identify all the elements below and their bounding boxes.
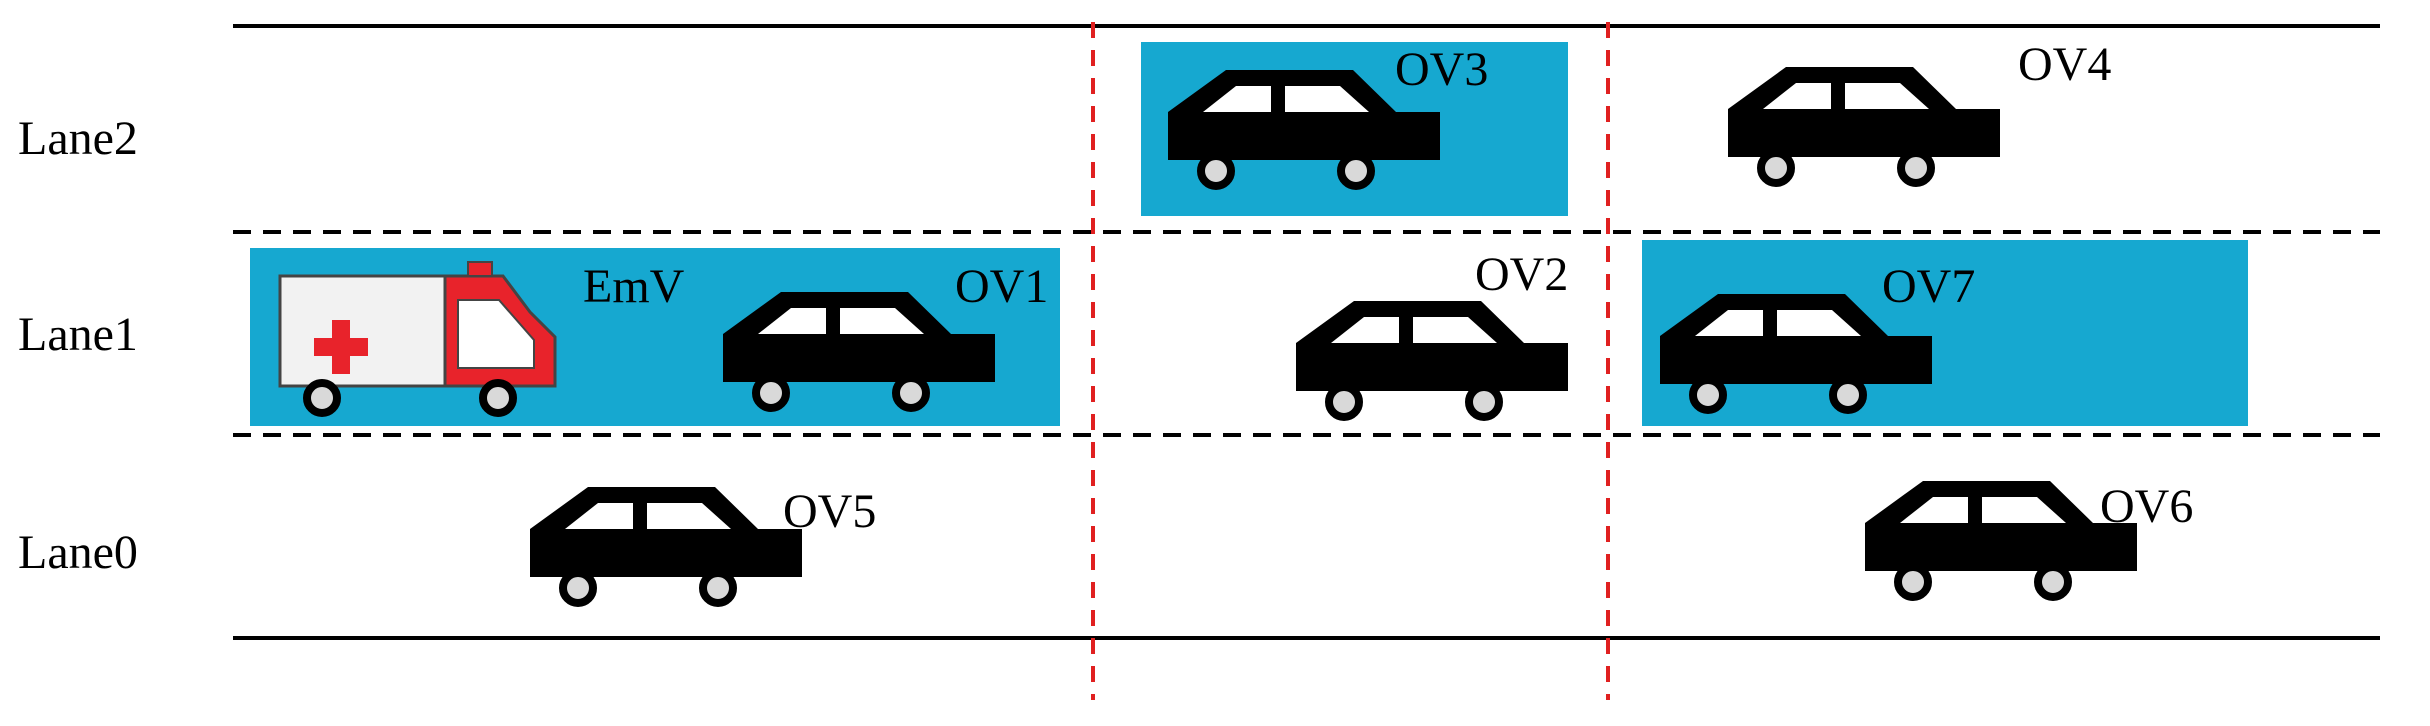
car-icon-ov4 (1728, 67, 2000, 183)
ov3-label: OV3 (1395, 43, 1488, 96)
ov5-label: OV5 (783, 485, 876, 538)
car-icon-ov6 (1865, 481, 2137, 597)
emv-label: EmV (583, 260, 685, 313)
ambulance-icon (278, 261, 557, 417)
ov2-label: OV2 (1475, 248, 1568, 301)
ov4-label: OV4 (2018, 38, 2111, 91)
lane2-label: Lane2 (18, 112, 138, 165)
lane1-label: Lane1 (18, 308, 138, 361)
car-icon-ov5 (530, 487, 802, 603)
car-icon-ov2 (1296, 301, 1568, 417)
ov7-label: OV7 (1882, 260, 1975, 313)
lane0-label: Lane0 (18, 526, 138, 579)
ov1-label: OV1 (955, 260, 1048, 313)
ov6-label: OV6 (2100, 480, 2193, 533)
